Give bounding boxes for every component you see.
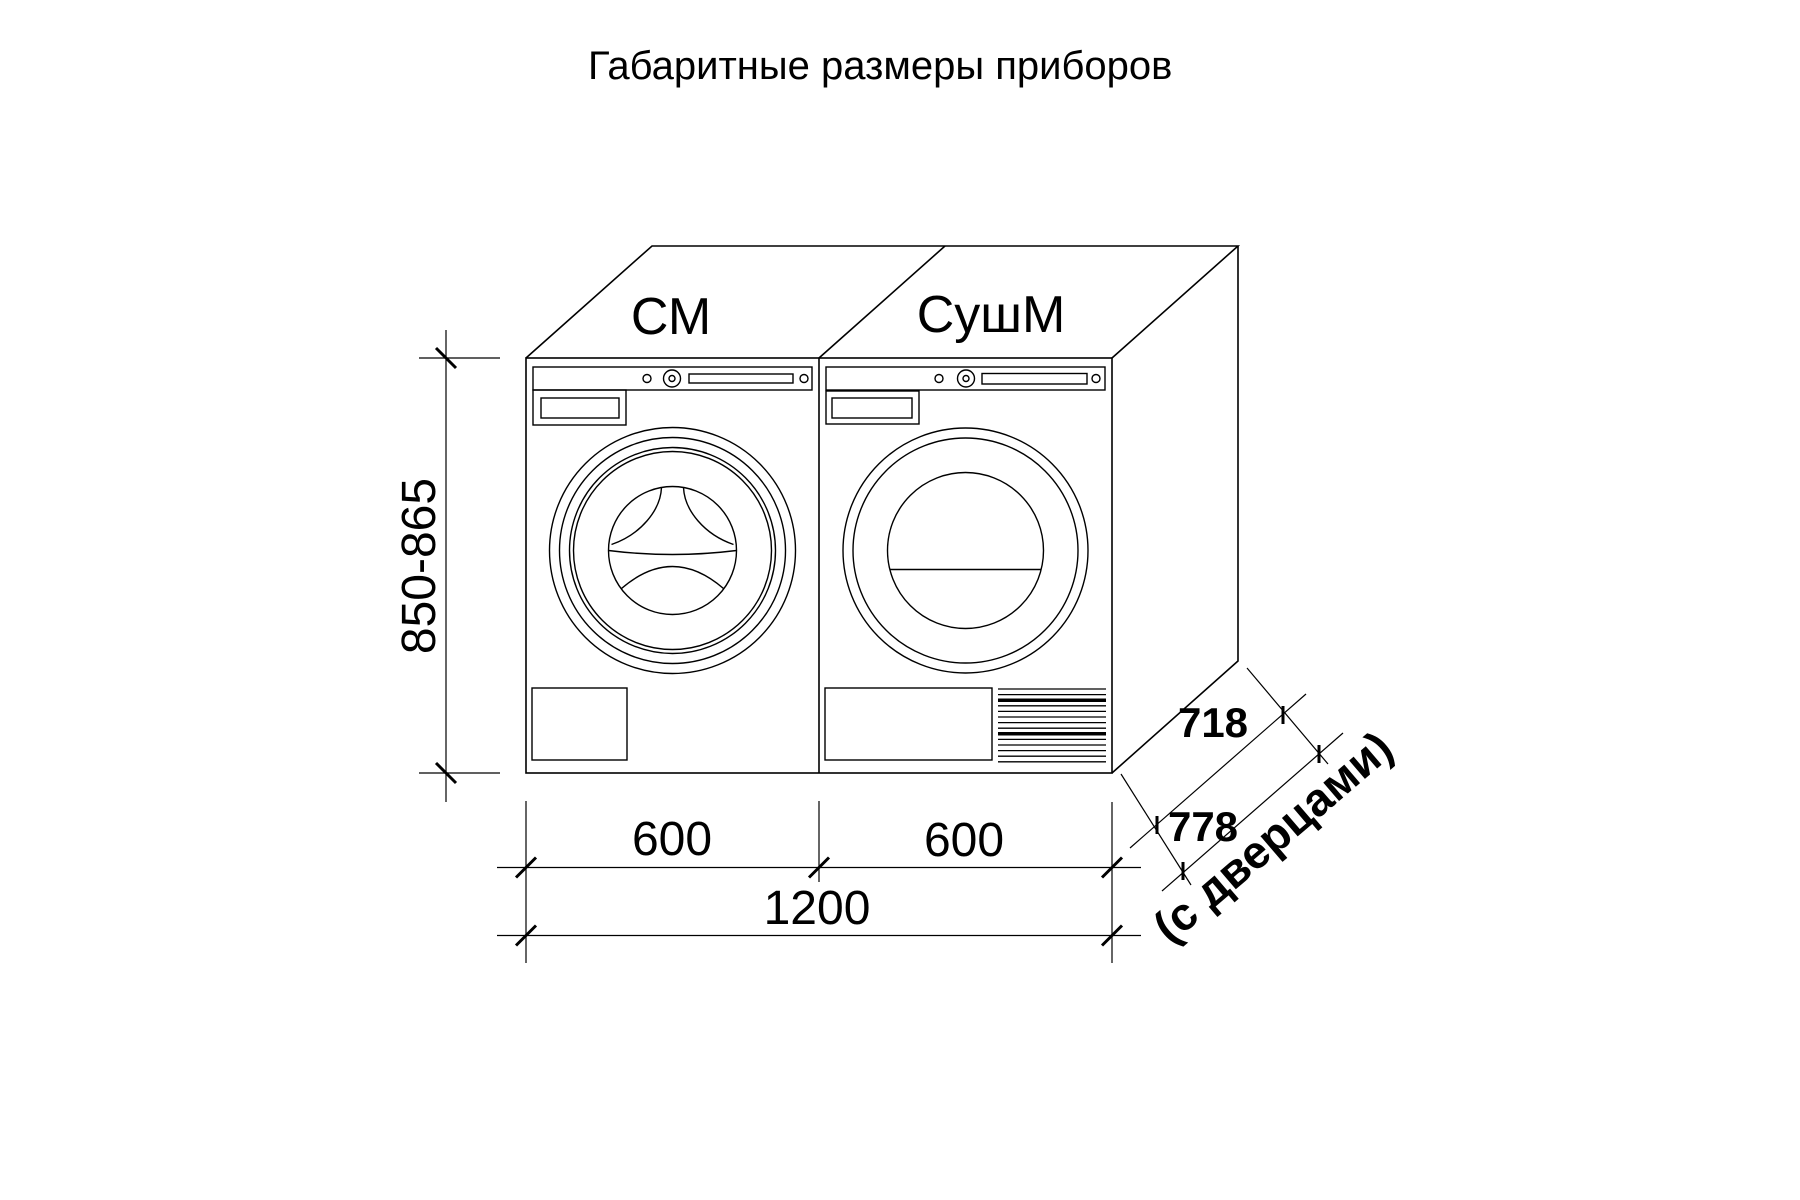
total-width-label: 1200: [763, 882, 871, 935]
dim-tick: [514, 856, 538, 879]
dryer-button-icon: [1091, 373, 1101, 384]
washer-button-icon: [799, 373, 809, 384]
dim-tick: [434, 346, 458, 370]
washer-display-slot: [688, 373, 794, 384]
depth-dim-label: 718: [1177, 699, 1249, 746]
dim-tick: [1100, 924, 1124, 947]
height-dimension: [419, 330, 500, 802]
dryer-service-panel: [824, 687, 993, 761]
height-dim-label: 850-865: [393, 477, 446, 655]
dryer-label: СушМ: [916, 286, 1066, 344]
dim-tick: [434, 761, 458, 785]
washer-label: СМ: [630, 288, 712, 346]
depth-with-doors-label: 778: [1167, 803, 1239, 850]
washer-control-panel: [532, 366, 813, 391]
dim-tick: [1100, 856, 1124, 879]
dim-tick: [514, 924, 538, 947]
dryer-detergent-drawer: [825, 390, 920, 425]
dryer-knob-icon: [956, 369, 976, 388]
dim-tick: [807, 856, 831, 879]
depth-dimensions: [1120, 667, 1344, 892]
dryer-door: [842, 427, 1089, 674]
washer-detergent-drawer: [532, 389, 627, 426]
dryer-control-panel: [825, 366, 1106, 391]
dryer-button-icon: [934, 373, 944, 384]
washer-knob-icon: [662, 369, 682, 388]
width-dimensions: [497, 801, 1141, 963]
washer-service-panel: [531, 687, 628, 761]
dryer-width-label: 600: [923, 814, 1005, 867]
dryer-front: [824, 366, 1106, 763]
diagram-title: Габаритные размеры приборов: [588, 44, 1173, 88]
washer-door: [548, 426, 797, 675]
dryer-display-slot: [981, 372, 1088, 385]
washer-drum-paddles: [608, 487, 737, 590]
appliance-box-outline: [525, 245, 1241, 774]
washer-button-icon: [642, 373, 652, 384]
dryer-vent-grille: [998, 688, 1106, 763]
washer-front: [531, 366, 813, 761]
washer-width-label: 600: [631, 813, 713, 866]
